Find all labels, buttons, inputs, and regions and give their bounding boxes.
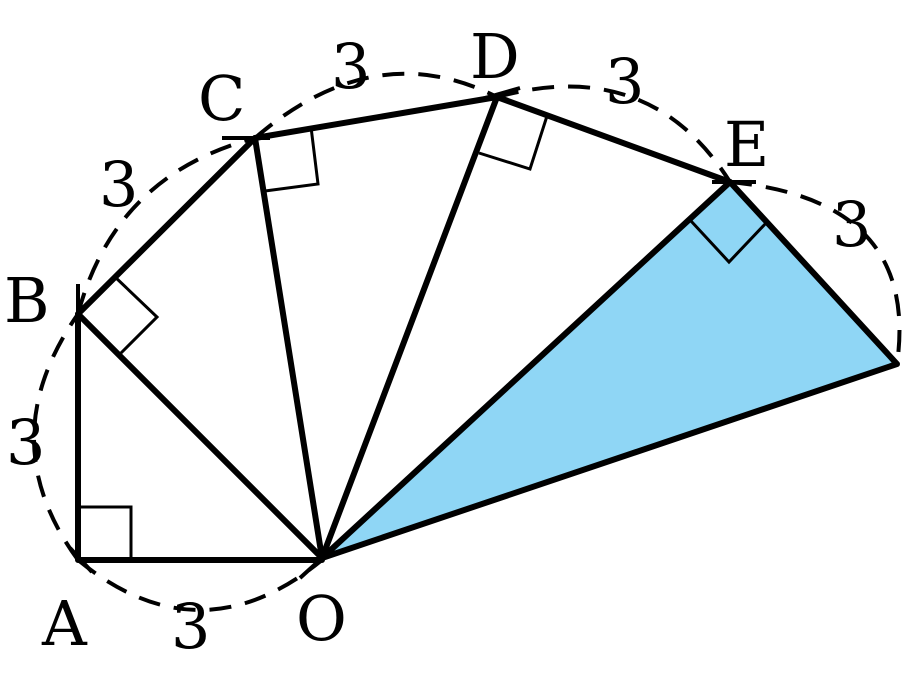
label-c: C <box>198 62 245 135</box>
right-angle-e <box>689 219 769 265</box>
vertex-ticks <box>68 86 756 580</box>
arc-ab <box>32 312 80 562</box>
arc-ao <box>76 558 324 612</box>
outer-edge <box>75 94 900 563</box>
segment-ob <box>75 311 325 561</box>
label-b: B <box>4 264 50 337</box>
length-cd: 3 <box>331 30 370 103</box>
arc-de <box>496 84 732 184</box>
tick-d <box>477 86 521 102</box>
label-e: E <box>724 108 769 181</box>
dashed-arcs <box>32 71 902 612</box>
arc-bc <box>76 136 256 315</box>
length-bc: 3 <box>99 148 138 221</box>
length-ao: 3 <box>171 590 210 663</box>
segment-oc <box>252 135 325 561</box>
right-angle-b <box>112 274 160 355</box>
length-ab: 3 <box>6 406 45 479</box>
right-angle-d <box>478 115 549 171</box>
length-de: 3 <box>605 45 644 118</box>
label-d: D <box>470 20 520 93</box>
tick-a <box>68 546 94 574</box>
segment-oe <box>319 179 733 561</box>
label-o: O <box>296 582 347 655</box>
length-ef: 3 <box>832 188 871 261</box>
arc-ef <box>729 180 902 365</box>
arc-cd <box>253 71 498 140</box>
tick-o <box>298 556 324 580</box>
right-angle-a <box>78 505 133 560</box>
shaded-triangle <box>322 182 897 558</box>
right-angle-markers <box>78 115 769 560</box>
label-a: A <box>41 587 88 660</box>
right-angle-c <box>264 126 320 193</box>
segment-od <box>319 94 500 561</box>
triangle-edges <box>75 94 900 563</box>
